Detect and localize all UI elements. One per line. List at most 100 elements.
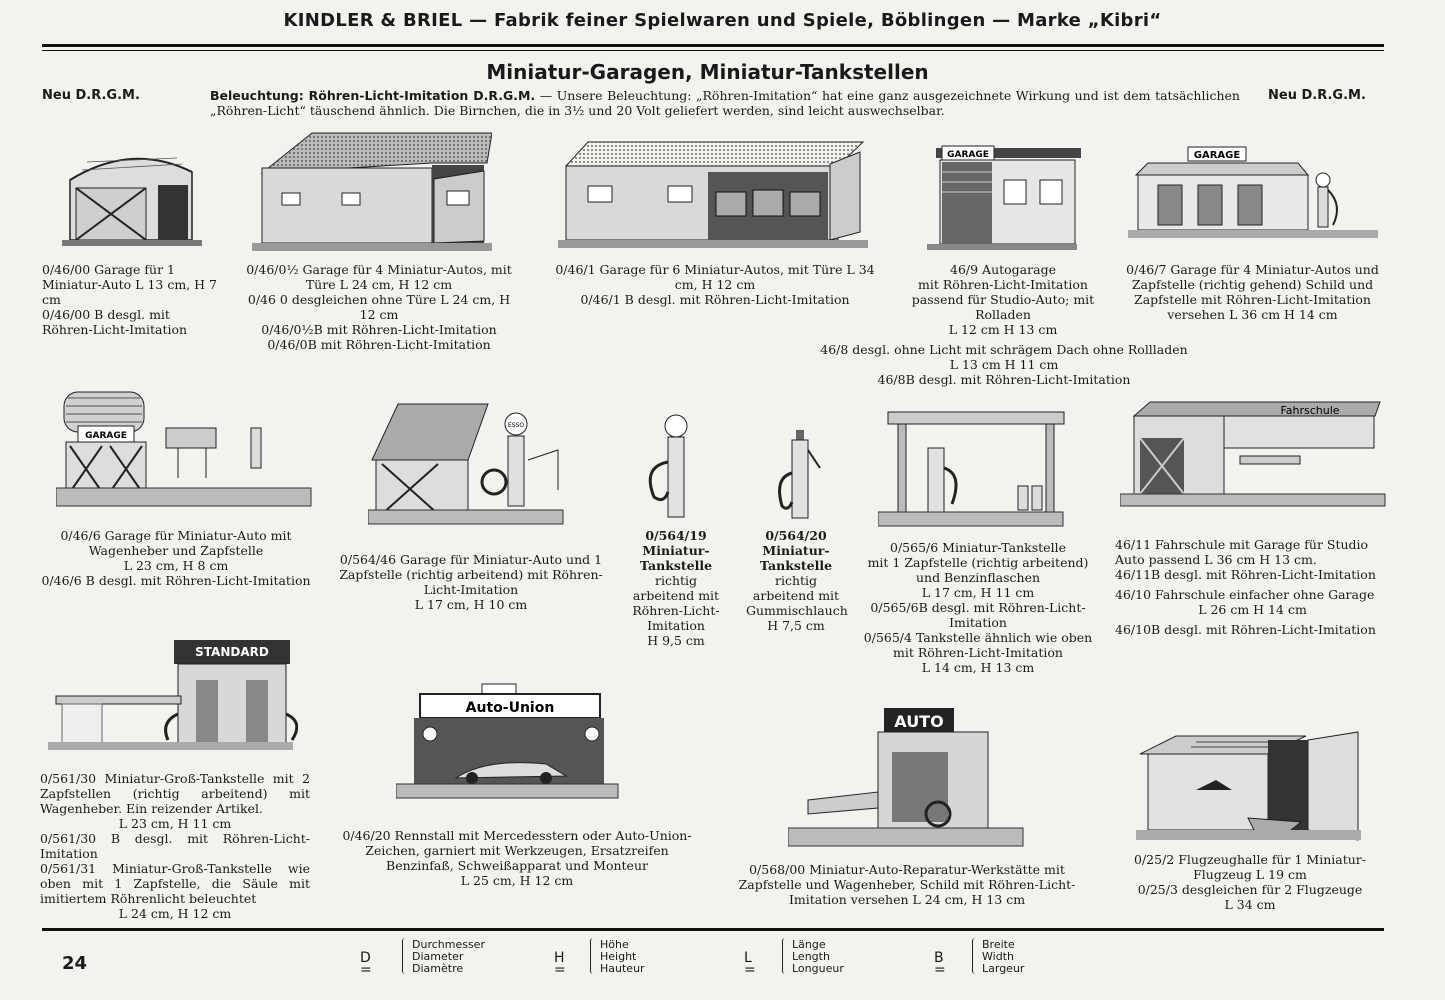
- caption-line: 46/8B desgl. mit Röhren-Licht-Imitation: [877, 372, 1131, 387]
- footer-rule: [42, 928, 1384, 931]
- garage-sign-3: GARAGE: [85, 431, 127, 441]
- header-rule-thin: [42, 50, 1384, 51]
- tankstelle-20-image: [778, 430, 821, 519]
- caption-line: 0/46/6 Garage für Miniatur-Auto mit Wage…: [60, 528, 292, 558]
- legend-key: D =: [360, 950, 372, 978]
- garage-6-cars-image: [558, 141, 868, 248]
- legend-word: Länge: [792, 938, 826, 951]
- caption-garage-tankstelle: 0/564/46 Garage für Miniatur-Auto und 1 …: [336, 552, 606, 612]
- caption-line: 46/10 Fahrschule einfacher ohne Garage: [1115, 587, 1375, 602]
- intro-paragraph: Beleuchtung: Röhren-Licht-Imitation D.R.…: [210, 88, 1240, 118]
- legend-word: Length: [792, 950, 830, 963]
- caption-line: 46/8 desgl. ohne Licht mit schrägem Dach…: [820, 342, 1188, 372]
- caption-line: 0/564/20: [765, 528, 827, 543]
- caption-line: 0/46/20 Rennstall mit Mercedesstern oder…: [342, 828, 692, 873]
- legend-key: H =: [554, 950, 566, 978]
- garage-sign-2: GARAGE: [1194, 150, 1241, 161]
- caption-garage-1: 0/46/00 Garage für 1 Miniatur-Auto L 13 …: [42, 262, 222, 337]
- auto-union-sign: Auto-Union: [466, 700, 555, 716]
- tankstelle-dach-image: [878, 411, 1065, 527]
- caption-line: 0/25/3 desgleichen für 2 Flugzeuge: [1137, 882, 1363, 897]
- caption-line: H 9,5 cm: [647, 633, 705, 648]
- page-title: Miniatur-Garagen, Miniatur-Tankstellen: [486, 60, 929, 84]
- legend-word: Longueur: [792, 962, 844, 975]
- legend-word: Diamètre: [412, 962, 464, 975]
- caption-line: richtig arbeitend mit Röhren-Licht-Imita…: [632, 573, 720, 633]
- caption-tankstelle-19: 0/564/19 Miniatur-Tankstelle richtig arb…: [626, 528, 726, 648]
- garage-1-car-image: [62, 157, 202, 246]
- neu-drgm-left: Neu D.R.G.M.: [42, 88, 140, 103]
- legend-word: Höhe: [600, 938, 629, 951]
- caption-line: 0/25/2 Flugzeughalle für 1 Miniatur-Flug…: [1134, 852, 1366, 882]
- caption-line: richtig arbeitend mit Gummischlauch: [746, 573, 848, 618]
- autogarage-image: GARAGE: [927, 145, 1081, 250]
- caption-line: 0/46/7 Garage für 4 Miniatur-Autos und Z…: [1126, 262, 1379, 322]
- gross-tankstelle-image: STANDARD: [48, 640, 298, 750]
- caption-line: 0/561/30 Miniatur-Groß-Tankstelle mit 2 …: [40, 771, 310, 816]
- legend-brace: [782, 938, 789, 974]
- garage-sign: GARAGE: [947, 150, 989, 160]
- caption-line: 0/564/46 Garage für Miniatur-Auto und 1 …: [339, 552, 603, 597]
- caption-line: mit Röhren-Licht-Imitation passend für S…: [911, 277, 1095, 322]
- legend-word: Durchmesser: [412, 938, 485, 951]
- garage-zapfstelle-image: GARAGE: [1128, 146, 1378, 238]
- caption-tankstelle-dach: 0/565/6 Miniatur-Tankstelle mit 1 Zapfst…: [862, 540, 1094, 675]
- caption-reparatur-werkstaette: 0/568/00 Miniatur-Auto-Reparatur-Werkstä…: [724, 862, 1090, 907]
- caption-line: Miniatur-Tankstelle: [639, 543, 713, 573]
- garage-wagenheber-image: GARAGE: [56, 391, 312, 507]
- catalog-header: KINDLER & BRIEL — Fabrik feiner Spielwar…: [283, 10, 1162, 31]
- legend-brace: [590, 938, 597, 974]
- auto-sign: AUTO: [894, 712, 943, 731]
- caption-rennstall: 0/46/20 Rennstall mit Mercedesstern oder…: [336, 828, 698, 888]
- caption-garage-wagenheber: 0/46/6 Garage für Miniatur-Auto mit Wage…: [40, 528, 312, 588]
- legend-key: L =: [744, 950, 756, 978]
- caption-gross-tankstelle: 0/561/30 Miniatur-Groß-Tankstelle mit 2 …: [40, 771, 310, 921]
- caption-autogarage-2: 46/8 desgl. ohne Licht mit schrägem Dach…: [818, 342, 1190, 387]
- fahrschule-sign: Fahrschule: [1280, 404, 1339, 417]
- legend-word: Height: [600, 950, 637, 963]
- legend-word: Largeur: [982, 962, 1025, 975]
- caption-fahrschule: 46/11 Fahrschule mit Garage für Studio A…: [1115, 537, 1390, 637]
- caption-line: L 23 cm, H 8 cm: [123, 558, 229, 573]
- legend-key: B =: [934, 950, 946, 978]
- rennstall-image: Auto-Union: [396, 683, 619, 799]
- legend-word: Diameter: [412, 950, 464, 963]
- legend-word: Width: [982, 950, 1014, 963]
- caption-line: 0/565/4 Tankstelle ähnlich wie oben mit …: [863, 630, 1093, 660]
- caption-line: mit 1 Zapfstelle (richtig arbeitend) und…: [867, 555, 1089, 585]
- caption-line: L 34 cm: [1224, 897, 1276, 912]
- flugzeughalle-image: [1136, 731, 1361, 841]
- caption-line: 0/46/0B mit Röhren-Licht-Imitation: [267, 337, 491, 352]
- caption-line: 0/46/00 B desgl. mit Röhren-Licht-Imitat…: [42, 307, 188, 337]
- caption-line: L 12 cm H 13 cm: [948, 322, 1058, 337]
- caption-line: H 7,5 cm: [767, 618, 825, 633]
- legend-words: Höhe Height Hauteur: [600, 939, 645, 975]
- caption-line: Miniatur-Tankstelle: [759, 543, 833, 573]
- legend-word: Breite: [982, 938, 1015, 951]
- caption-line: 0/46/00 Garage für 1 Miniatur-Auto L 13 …: [42, 262, 217, 307]
- caption-line: 0/46/6 B desgl. mit Röhren-Licht-Imitati…: [41, 573, 311, 588]
- reparatur-werkstaette-image: AUTO: [788, 708, 1024, 847]
- caption-line: 46/9 Autogarage: [950, 262, 1056, 277]
- legend-brace: [402, 938, 409, 974]
- caption-garage-zapfstelle: 0/46/7 Garage für 4 Miniatur-Autos und Z…: [1115, 262, 1390, 322]
- caption-garage-4: 0/46/0½ Garage für 4 Miniatur-Autos, mit…: [240, 262, 518, 352]
- header-rule-thick: [42, 44, 1384, 47]
- legend-word: Hauteur: [600, 962, 645, 975]
- caption-flugzeughalle: 0/25/2 Flugzeughalle für 1 Miniatur-Flug…: [1112, 852, 1388, 912]
- caption-line: 0/46/0½B mit Röhren-Licht-Imitation: [261, 322, 497, 337]
- garage-4-cars-image: [252, 132, 492, 251]
- legend-words: Länge Length Longueur: [792, 939, 844, 975]
- caption-line: 0/565/6 Miniatur-Tankstelle: [890, 540, 1066, 555]
- caption-line: 46/10B desgl. mit Röhren-Licht-Imitation: [1115, 622, 1376, 637]
- caption-line: L 25 cm, H 12 cm: [460, 873, 574, 888]
- caption-garage-6: 0/46/1 Garage für 6 Miniatur-Autos, mit …: [550, 262, 880, 307]
- caption-tankstelle-20: 0/564/20 Miniatur-Tankstelle richtig arb…: [746, 528, 848, 633]
- page-number: 24: [62, 953, 88, 974]
- legend-words: Breite Width Largeur: [982, 939, 1024, 975]
- legend-words: Durchmesser Diameter Diamètre: [412, 939, 485, 975]
- caption-autogarage: 46/9 Autogarage mit Röhren-Licht-Imitati…: [908, 262, 1098, 337]
- caption-line: L 24 cm, H 12 cm: [118, 906, 232, 921]
- esso-sign: ESSO: [508, 422, 524, 429]
- caption-line: L 26 cm H 14 cm: [1198, 602, 1307, 617]
